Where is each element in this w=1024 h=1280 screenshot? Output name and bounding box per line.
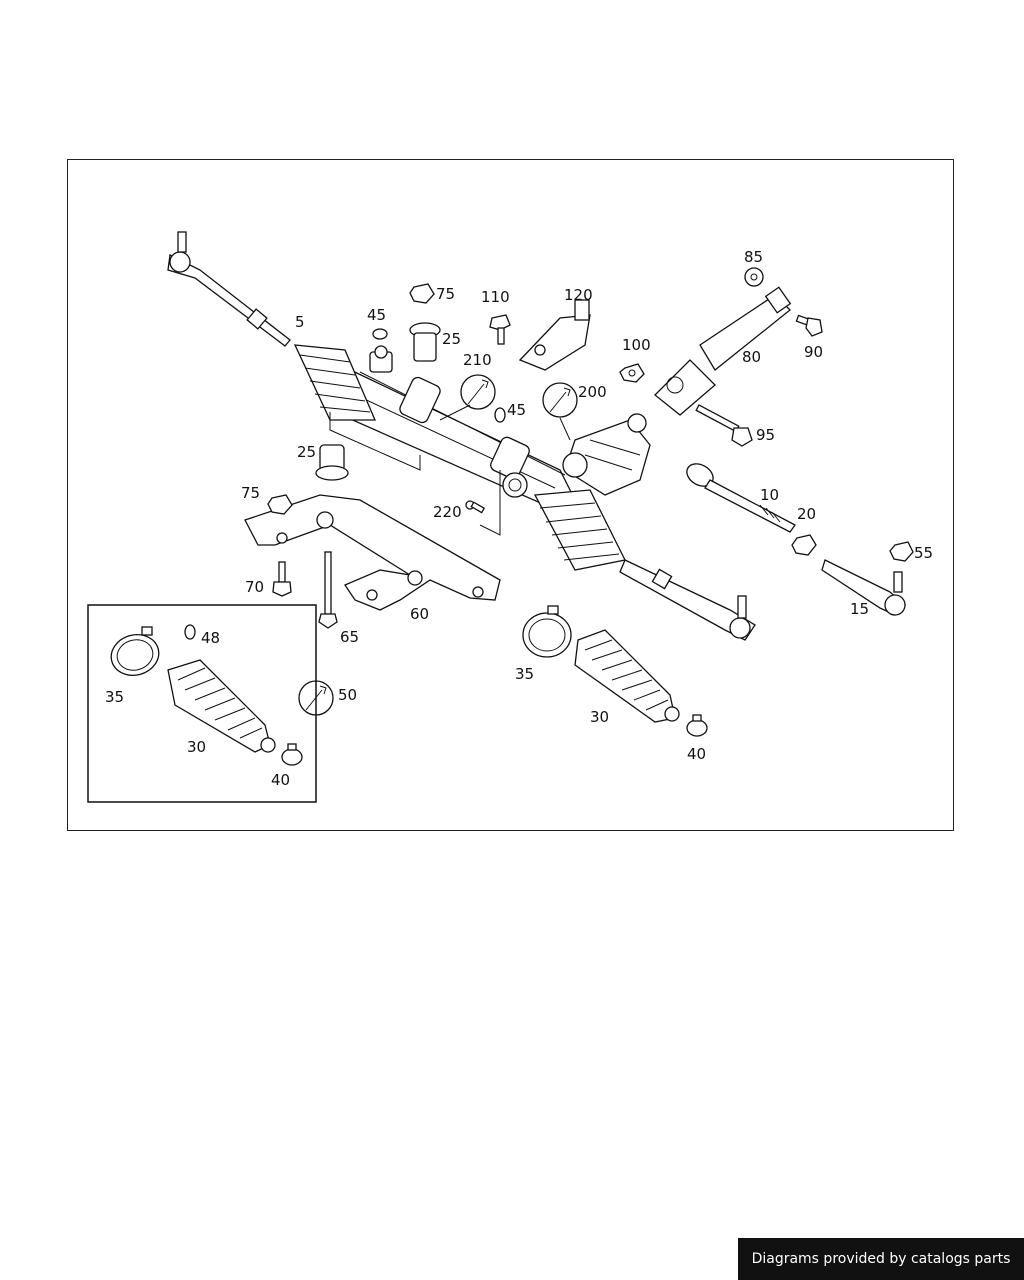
clamp-35-outer (522, 605, 572, 658)
washer-45-upper (372, 328, 388, 340)
label-25-lower: 25 (297, 443, 316, 461)
washer-85 (744, 267, 764, 287)
label-65: 65 (340, 628, 359, 646)
mount-25-lower (315, 444, 349, 481)
label-90: 90 (804, 343, 823, 361)
label-95: 95 (756, 426, 775, 444)
bellows-30-inset (167, 659, 276, 753)
label-30-inset: 30 (187, 738, 206, 756)
bolt-65 (318, 551, 338, 629)
rack-bellows-right (533, 489, 626, 571)
label-120: 120 (564, 286, 593, 304)
label-48: 48 (201, 629, 220, 647)
label-75-upper: 75 (436, 285, 455, 303)
label-25-upper: 25 (442, 330, 461, 348)
label-220: 220 (433, 503, 462, 521)
label-60: 60 (410, 605, 429, 623)
rack-bellows-left (293, 344, 376, 421)
repair-kit-inset-box (87, 604, 317, 803)
label-45-lower: 45 (507, 401, 526, 419)
label-110: 110 (481, 288, 510, 306)
diagram-frame (67, 159, 954, 831)
subframe-bracket (244, 494, 501, 611)
clamp-35-inset (110, 626, 160, 676)
label-55: 55 (914, 544, 933, 562)
label-5: 5 (295, 313, 305, 331)
bolt-95 (695, 404, 753, 447)
label-40-outer: 40 (687, 745, 706, 763)
leader-lines (329, 404, 571, 536)
credit-banner: Diagrams provided by catalogs parts (738, 1238, 1024, 1280)
steering-rack-housing (329, 345, 576, 506)
bolt-90 (795, 314, 823, 337)
nut-75-upper (409, 283, 435, 304)
label-100: 100 (622, 336, 651, 354)
nut-55 (889, 541, 914, 562)
label-10: 10 (760, 486, 779, 504)
label-15: 15 (850, 600, 869, 618)
clamp-40-inset (281, 743, 303, 766)
label-70: 70 (245, 578, 264, 596)
tie-rod-left (167, 231, 291, 347)
washer-45-lower (494, 407, 506, 423)
bolt-70 (272, 561, 292, 597)
wrench-icon-200 (542, 382, 578, 418)
bolt-220 (465, 500, 486, 514)
label-50: 50 (338, 686, 357, 704)
wrench-icon-210 (460, 374, 496, 410)
label-35-outer: 35 (515, 665, 534, 683)
part-labels: 5 75 45 25 110 120 85 90 80 100 210 200 … (105, 248, 933, 789)
clamp-40-outer (686, 714, 708, 737)
label-30-outer: 30 (590, 708, 609, 726)
bellows-30-outer (574, 629, 680, 723)
label-200: 200 (578, 383, 607, 401)
label-20: 20 (797, 505, 816, 523)
label-35-inset: 35 (105, 688, 124, 706)
sensor-120 (518, 299, 591, 371)
label-45-upper: 45 (367, 306, 386, 324)
nut-75-lower (267, 494, 293, 515)
outer-tie-rod-15 (821, 559, 906, 616)
label-210: 210 (463, 351, 492, 369)
steering-motor (562, 413, 651, 496)
steering-shaft (654, 286, 792, 416)
bolt-110 (489, 314, 511, 345)
nut-20 (791, 534, 817, 556)
tie-rod-right-on-rack (619, 559, 756, 641)
label-85: 85 (744, 248, 763, 266)
inner-tie-rod-10 (686, 463, 796, 533)
label-75-lower: 75 (241, 484, 260, 502)
nut-100 (619, 363, 645, 383)
washer-48 (184, 624, 196, 640)
label-40-inset: 40 (271, 771, 290, 789)
mount-25-upper (409, 322, 441, 362)
credit-text: Diagrams provided by catalogs parts (751, 1251, 1011, 1267)
label-80: 80 (742, 348, 761, 366)
